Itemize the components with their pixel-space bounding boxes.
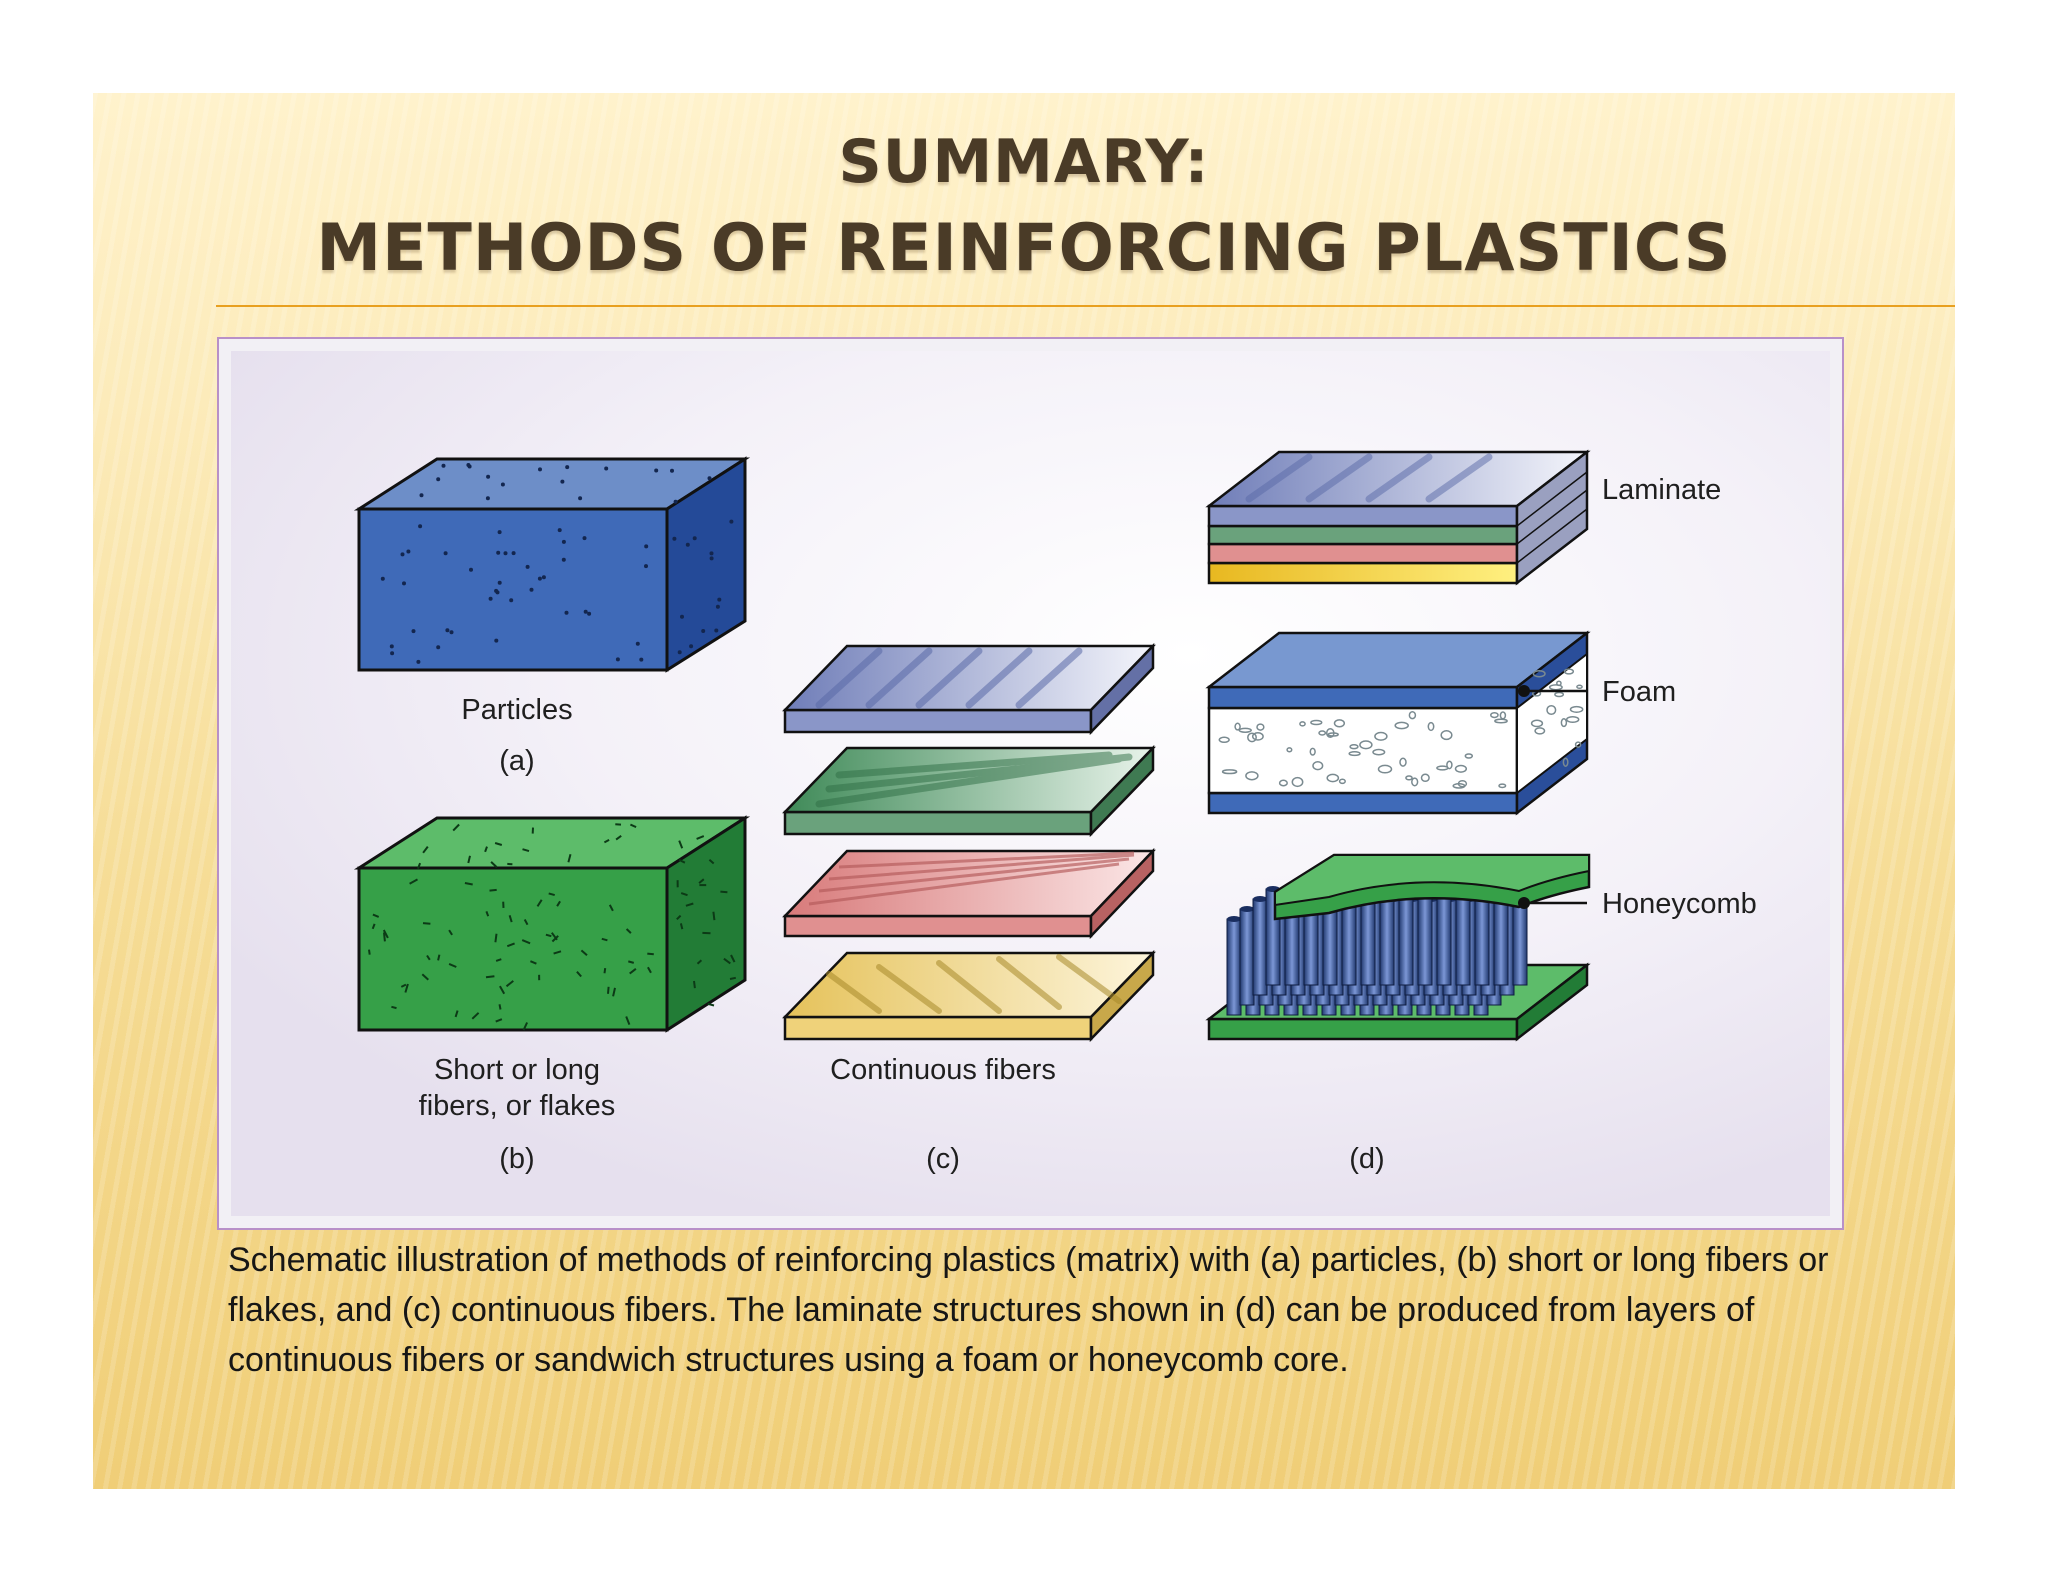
continuous-fibers-label: Continuous fibers: [830, 1054, 1056, 1086]
label-c: (c): [926, 1143, 960, 1175]
short-fibers-label-line-2: fibers, or flakes: [419, 1090, 616, 1122]
fiber-layer-green: [782, 744, 1156, 838]
slide-title-line-2: METHODS OF REINFORCING PLASTICS: [316, 211, 1732, 286]
honeycomb-sandwich: [1205, 853, 1591, 1042]
laminate-stack: [1205, 449, 1591, 586]
laminate-label: Laminate: [1602, 474, 1721, 506]
foam-sandwich: [1205, 630, 1591, 816]
slide-title-line-1: SUMMARY:: [838, 127, 1210, 197]
fiber-layer-red: [782, 847, 1156, 940]
reinforcement-figure: Particles (a) Short or long fibers, or f…: [217, 337, 1844, 1230]
foam-label: Foam: [1602, 676, 1676, 708]
fiber-layer-blue: [782, 642, 1156, 736]
figure-caption: Schematic illustration of methods of rei…: [228, 1241, 1829, 1379]
slide: SUMMARY: METHODS OF REINFORCING PLASTICS: [93, 93, 1955, 1489]
label-b: (b): [499, 1143, 534, 1175]
short-fibers-block: [353, 815, 751, 1033]
label-a: (a): [499, 745, 534, 777]
title-divider: [216, 305, 1955, 307]
particles-block: [353, 456, 751, 673]
particles-label: Particles: [461, 694, 572, 726]
fiber-layer-yellow: [782, 949, 1156, 1043]
honeycomb-label: Honeycomb: [1602, 888, 1757, 920]
label-d: (d): [1349, 1143, 1384, 1175]
short-fibers-label-line-1: Short or long: [434, 1054, 600, 1086]
